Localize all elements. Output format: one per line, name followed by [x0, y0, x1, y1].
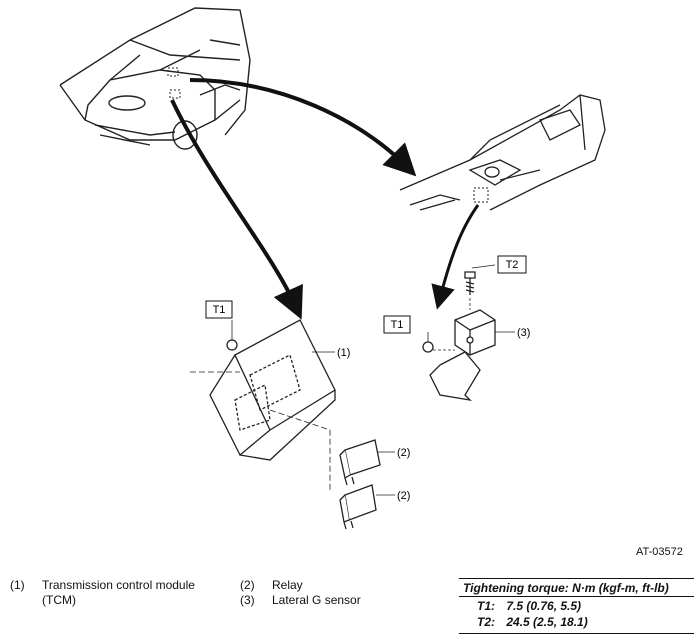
torque-key: T2:	[477, 615, 495, 629]
center-console-illustration	[399, 94, 606, 211]
torque-value: 7.5 (0.76, 5.5)	[506, 599, 582, 613]
torque-table: Tightening torque: N·m (kgf-m, ft-lb) T1…	[459, 578, 694, 634]
legend-label-cont: (TCM)	[42, 593, 76, 607]
legend-number: (2)	[240, 578, 255, 592]
component-location-diagram: T1 T1 T2 (1) (2) (2) (3)	[59, 7, 606, 530]
torque-value: 24.5 (2.5, 18.1)	[506, 615, 588, 629]
tcm-location-marker	[167, 67, 179, 77]
legend-label: Relay	[272, 578, 303, 592]
callout-g-sensor: (3)	[517, 327, 530, 339]
vehicle-illustration	[59, 7, 251, 150]
tcm-nut	[226, 339, 238, 351]
torque-key: T1:	[477, 599, 495, 613]
relay-lower	[339, 484, 377, 530]
callout-t2: T2	[506, 259, 519, 271]
g-sensor-location-marker	[473, 187, 489, 203]
relay-location-marker	[169, 89, 181, 99]
callout-t1-left: T1	[213, 304, 226, 316]
arrow-to-console	[189, 78, 417, 177]
torque-row-t2: T2: 24.5 (2.5, 18.1)	[459, 613, 694, 629]
torque-bottom-rule	[459, 629, 694, 634]
legend-number: (3)	[240, 593, 255, 607]
g-sensor-bolt	[464, 271, 476, 295]
torque-header: Tightening torque: N·m (kgf-m, ft-lb)	[459, 578, 694, 597]
arrow-to-tcm	[170, 99, 303, 320]
relay-upper	[339, 439, 381, 486]
callout-relay-lower: (2)	[397, 490, 410, 502]
g-sensor-nut	[422, 341, 434, 353]
figure-id: AT-03572	[636, 546, 683, 558]
legend-label: Transmission control module	[42, 578, 195, 592]
torque-row-t1: T1: 7.5 (0.76, 5.5)	[459, 597, 694, 613]
callout-t1-right: T1	[391, 319, 404, 331]
callout-tcm: (1)	[337, 347, 350, 359]
callout-relay-upper: (2)	[397, 447, 410, 459]
lateral-g-sensor	[429, 309, 496, 401]
legend-label: Lateral G sensor	[272, 593, 361, 607]
tcm-module	[209, 319, 336, 461]
arrow-to-g-sensor	[431, 204, 480, 310]
legend-number: (1)	[10, 578, 25, 592]
